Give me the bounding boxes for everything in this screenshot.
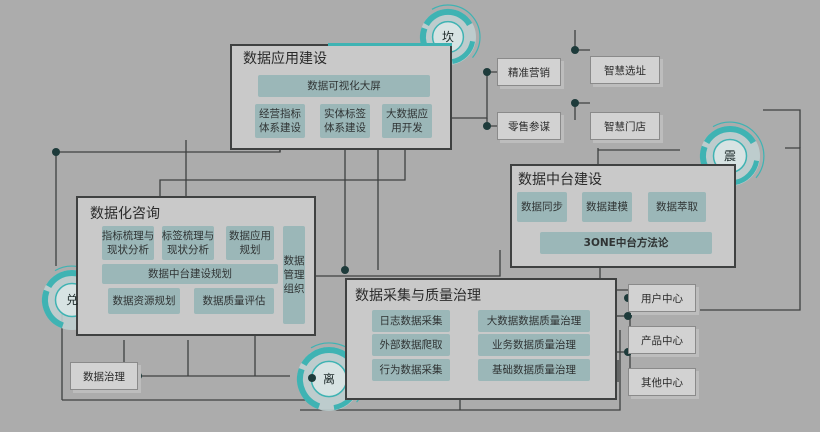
- junction-dot: [571, 99, 579, 107]
- app-build-title: 数据应用建设: [243, 51, 327, 67]
- log-collect-box: 日志数据采集: [372, 310, 450, 332]
- product-center-item: 产品中心: [628, 326, 696, 354]
- other-center-item: 其他中心: [628, 368, 696, 396]
- kpi-analysis-box: 指标梳理与 现状分析: [102, 226, 154, 260]
- 3one-method-box: 3ONE中台方法论: [540, 232, 712, 254]
- base-quality-box: 基础数据质量治理: [478, 359, 590, 381]
- precision-marketing-item: 精准营销: [497, 58, 561, 86]
- smart-site-item: 智慧选址: [590, 56, 660, 84]
- app-build-accent: [328, 43, 452, 46]
- hub-ring-kan: [419, 4, 481, 65]
- bigdata-app-dev-box: 大数据应 用开发: [382, 104, 432, 138]
- junction-dot: [483, 68, 491, 76]
- tag-analysis-box: 标签梳理与 现状分析: [162, 226, 214, 260]
- entity-tag-system-box: 实体标签 体系建设: [320, 104, 370, 138]
- data-app-planning-box: 数据应用 规划: [226, 226, 274, 260]
- behavior-collect-box: 行为数据采集: [372, 359, 450, 381]
- user-center-item: 用户中心: [628, 284, 696, 312]
- junction-dot: [483, 122, 491, 130]
- hub-dui-label: 兑: [65, 293, 78, 307]
- consulting-title: 数据化咨询: [90, 206, 160, 222]
- middle-platform-title: 数据中台建设: [518, 172, 602, 188]
- business-quality-box: 业务数据质量治理: [478, 334, 590, 356]
- smart-store-item: 智慧门店: [590, 112, 660, 140]
- hub-li-label: 离: [322, 372, 335, 386]
- data-governance-item: 数据治理: [70, 362, 138, 390]
- hub-zhen-label: 震: [723, 149, 736, 163]
- retail-insight-item: 零售参谋: [497, 112, 561, 140]
- data-extract-box: 数据萃取: [648, 192, 706, 222]
- platform-planning-box: 数据中台建设规划: [102, 264, 278, 284]
- external-crawl-box: 外部数据爬取: [372, 334, 450, 356]
- quality-assessment-box: 数据质量评估: [194, 288, 274, 314]
- data-sync-box: 数据同步: [517, 192, 567, 222]
- junction-dot: [308, 374, 316, 382]
- data-modeling-box: 数据建模: [582, 192, 632, 222]
- junction-dot: [341, 266, 349, 274]
- bigdata-quality-box: 大数据数据质量治理: [478, 310, 590, 332]
- resource-planning-box: 数据资源规划: [108, 288, 180, 314]
- junction-dot: [571, 46, 579, 54]
- kpi-system-box: 经营指标 体系建设: [255, 104, 305, 138]
- junction-dot: [52, 148, 60, 156]
- collection-title: 数据采集与质量治理: [355, 288, 481, 304]
- visual-big-screen-box: 数据可视化大屏: [258, 75, 430, 97]
- junction-dot: [624, 312, 632, 320]
- hub-kan-label: 坎: [441, 30, 454, 44]
- data-mgmt-org-box: 数据 管理 组织: [283, 226, 305, 324]
